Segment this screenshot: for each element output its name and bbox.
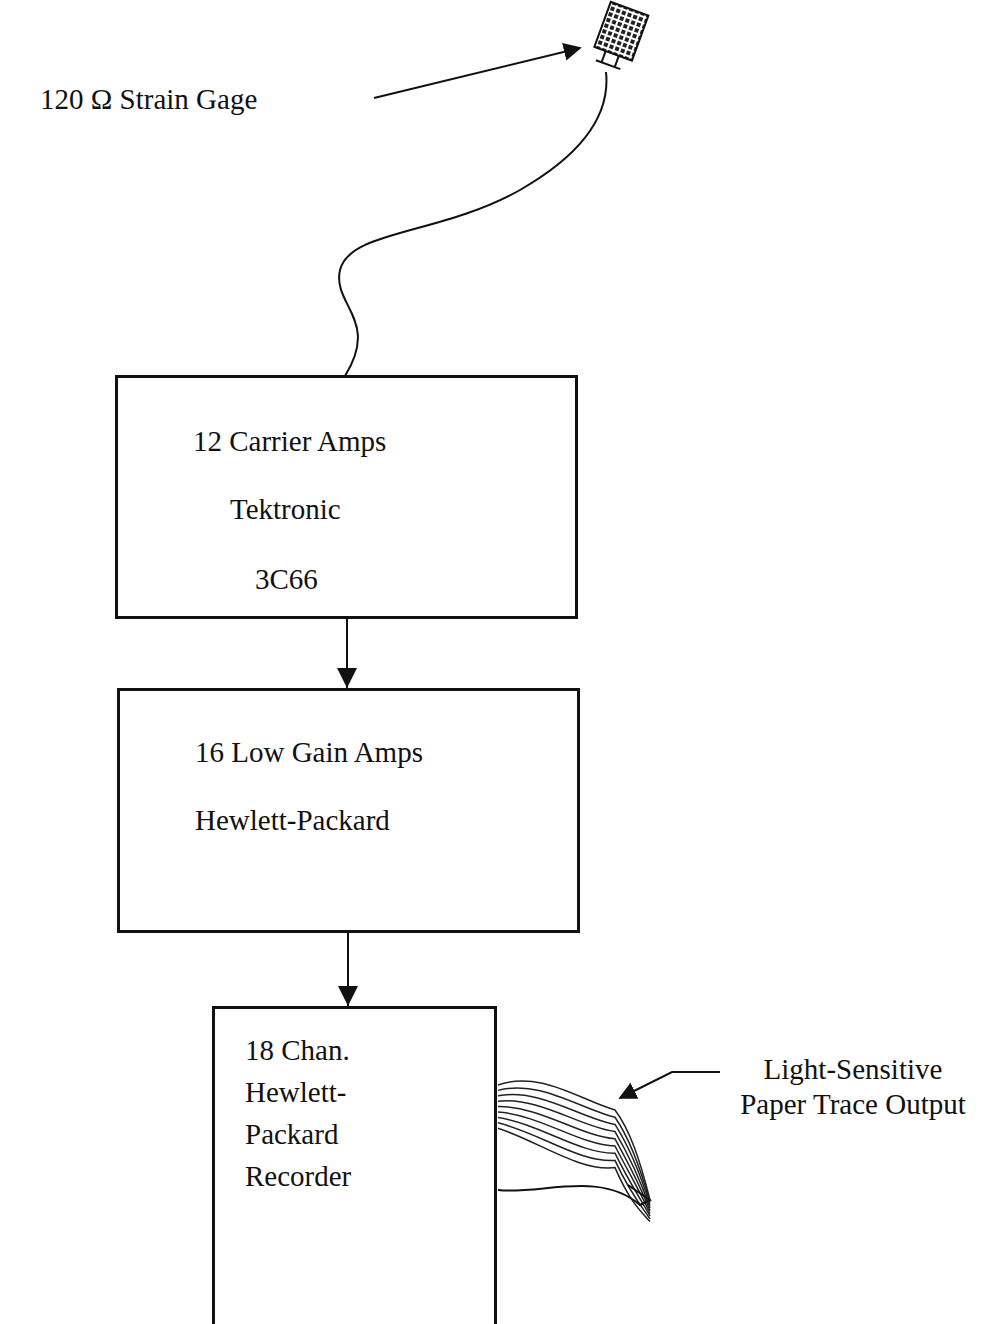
signal-arrow	[347, 933, 349, 1006]
trace-line	[498, 1112, 650, 1214]
box-text: 16 Low Gain Amps	[195, 731, 423, 773]
leader-line	[620, 1072, 720, 1098]
paper-edge	[498, 1185, 650, 1205]
box-text: Hewlett-Packard	[195, 799, 390, 841]
paper-label: Light-Sensitive Paper Trace Output	[728, 1052, 978, 1122]
trace-line	[498, 1107, 650, 1211]
paper-trace	[498, 1081, 650, 1222]
signal-arrow	[346, 619, 348, 688]
leader-line	[374, 48, 580, 98]
trace-line	[498, 1095, 650, 1206]
trace-line	[498, 1081, 650, 1200]
amplifier-box: 16 Low Gain AmpsHewlett-Packard	[117, 688, 580, 933]
lead-wire	[339, 72, 606, 376]
trace-line	[498, 1128, 650, 1221]
box-text: 18 Chan. Hewlett-Packard Recorder	[245, 1029, 395, 1197]
strain-gage	[590, 2, 648, 72]
recorder-box: 18 Chan. Hewlett-Packard Recorder	[212, 1006, 497, 1324]
box-text: Tektronic	[230, 488, 341, 530]
box-text: 12 Carrier Amps	[193, 420, 386, 462]
gage-label: 120 Ω Strain Gage	[40, 82, 257, 117]
box-text: 3C66	[255, 558, 318, 600]
amplifier-box: 12 Carrier AmpsTektronic 3C66	[115, 375, 578, 619]
trace-line	[498, 1117, 650, 1216]
